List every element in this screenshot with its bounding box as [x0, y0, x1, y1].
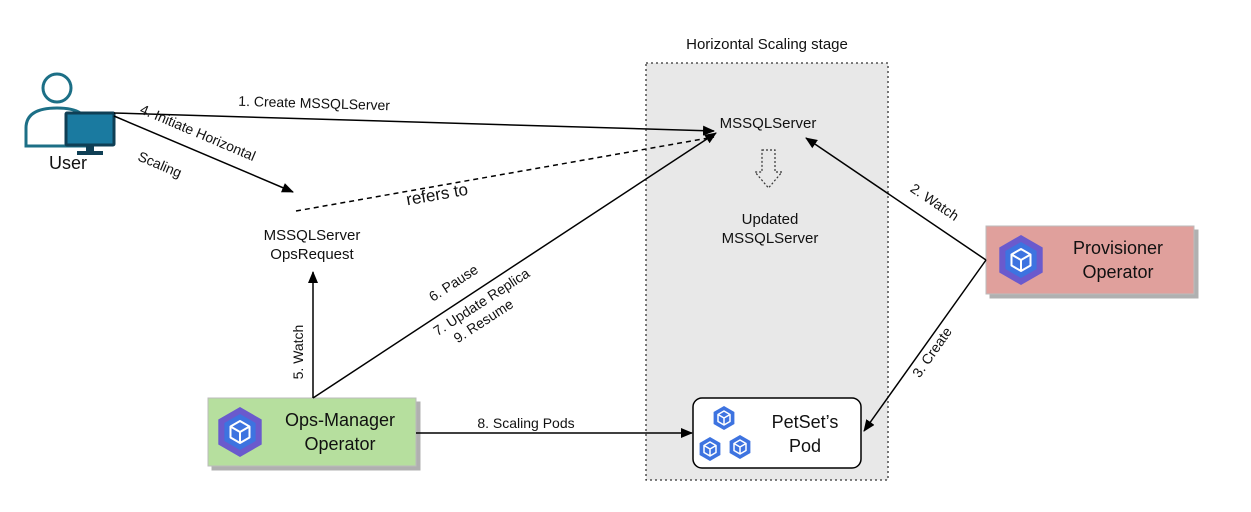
petset-pod-box: [692, 397, 862, 469]
edge-initiate-scaling: [113, 115, 294, 193]
edge-create-mssql-label: 1. Create MSSQLServer: [238, 93, 390, 114]
petset-pod-line2: Pod: [789, 436, 821, 456]
edge-pause-update-resume: [312, 132, 717, 399]
user-icon: [24, 72, 116, 155]
ops-manager-operator-icon: [218, 407, 262, 457]
edge-create-3-label: 3. Create: [909, 324, 955, 381]
edge-create-mssql: [113, 112, 715, 136]
provisioner-operator-icon: [999, 235, 1043, 285]
update-arrow-icon: [753, 149, 784, 189]
user-label: User: [49, 153, 87, 173]
opsrequest-node-line2: OpsRequest: [270, 246, 354, 263]
edge-refers-to: [295, 136, 715, 212]
edge-refers-to-label: refers to: [405, 180, 470, 210]
provisioner-operator-line2: Operator: [1082, 262, 1153, 282]
stage-title: Horizontal Scaling stage: [686, 36, 848, 53]
ops-manager-operator-line1: Ops-Manager: [285, 410, 395, 430]
edge-create-3: [863, 259, 987, 432]
edge-initiate-label-2: Scaling: [136, 148, 185, 181]
edge-watch-2-label: 2. Watch: [908, 180, 962, 224]
opsrequest-node-line1: MSSQLServer: [264, 227, 361, 244]
edge-watch-5-label: 5. Watch: [290, 325, 306, 380]
ops-manager-operator-line2: Operator: [304, 434, 375, 454]
petset-pod-line1: PetSet’s: [772, 412, 839, 432]
provisioner-operator-line1: Provisioner: [1073, 238, 1163, 258]
pod-cubes-icon: [699, 406, 751, 461]
edge-scaling-pods-label: 8. Scaling Pods: [477, 415, 574, 431]
updated-mssqlserver-line2: MSSQLServer: [722, 230, 819, 247]
mssqlserver-node: MSSQLServer: [720, 115, 817, 132]
edge-watch-2: [805, 137, 987, 261]
updated-mssqlserver-line1: Updated: [742, 211, 799, 228]
